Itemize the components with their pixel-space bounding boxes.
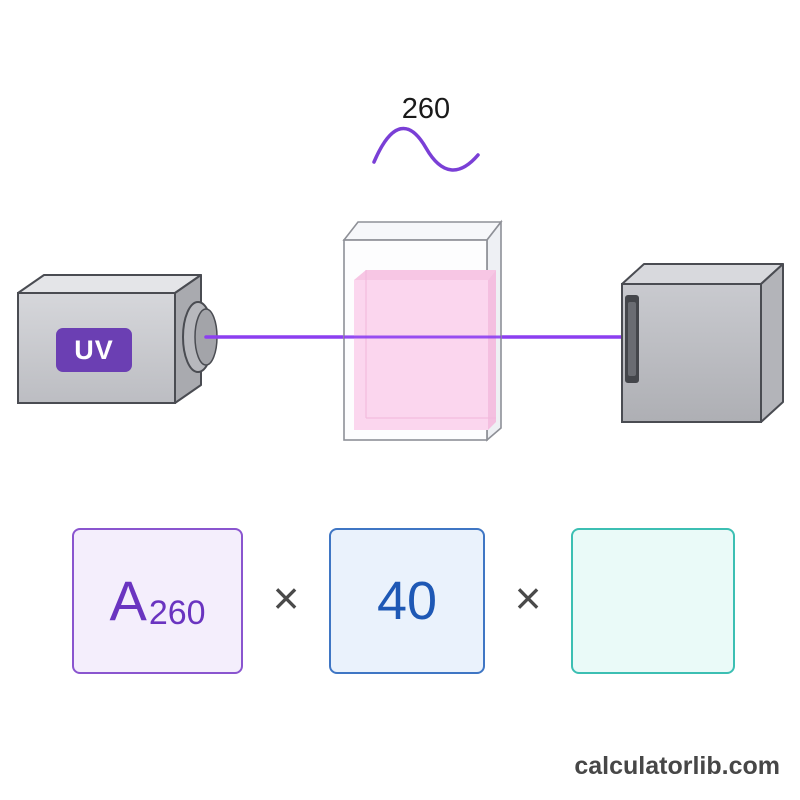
absorbance-subscript: 260 — [148, 593, 206, 632]
wavelength-label: 260 — [401, 93, 451, 125]
uv-source-label: UV — [74, 335, 114, 365]
cuvette — [342, 219, 503, 442]
site-watermark: calculatorlib.com — [574, 752, 780, 780]
conversion-factor-box: 40 — [329, 528, 485, 674]
conversion-factor-value: 40 — [376, 571, 438, 631]
uv-light-source — [17, 274, 218, 404]
absorbance-symbol: A — [109, 569, 147, 632]
multiply-sign: × — [514, 572, 542, 624]
detector — [621, 263, 784, 423]
multiply-sign: × — [272, 572, 300, 624]
uv-badge — [56, 328, 132, 372]
dilution-factor-box — [571, 528, 735, 674]
sample-liquid — [354, 280, 488, 430]
light-wave-icon — [372, 126, 480, 172]
